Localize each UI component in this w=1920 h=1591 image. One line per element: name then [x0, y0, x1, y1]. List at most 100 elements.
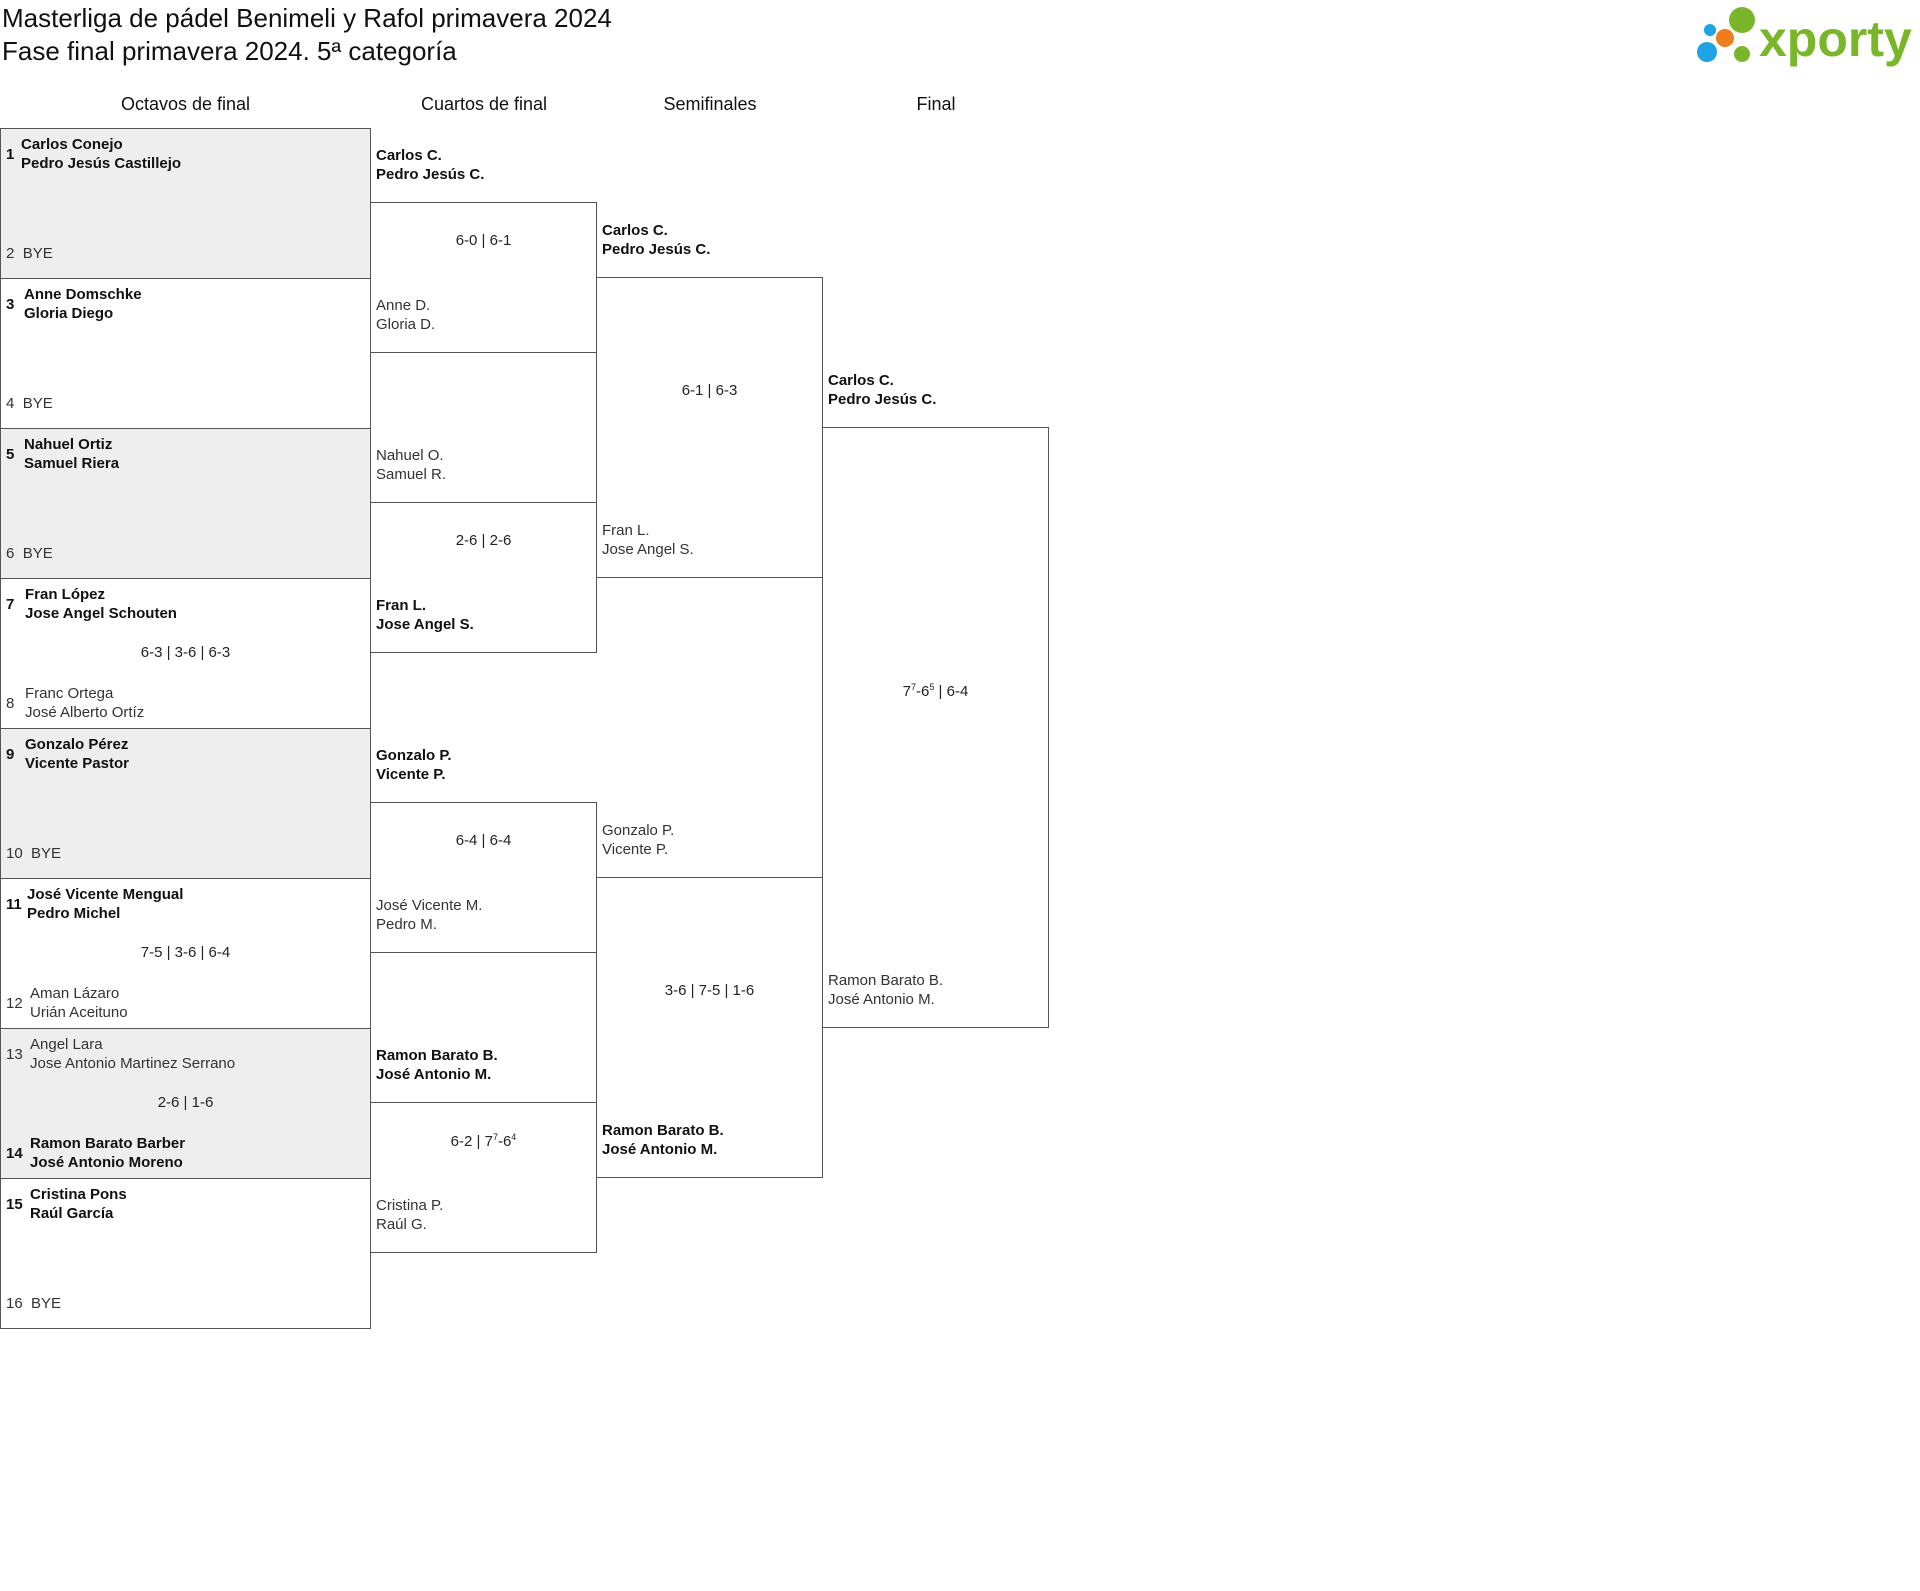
- qf-match-4[interactable]: [370, 1102, 597, 1253]
- player-name: Cristina P.: [376, 1197, 444, 1214]
- r16-match-4[interactable]: [0, 578, 371, 729]
- player-name: Jose Angel S.: [376, 616, 474, 633]
- player-name: Samuel Riera: [24, 455, 120, 472]
- bye-label: BYE: [22, 395, 53, 412]
- seed-number: 4: [6, 395, 15, 412]
- qf-m1-score: 6-0 | 6-1: [455, 232, 512, 249]
- player-name: Pedro Jesús C.: [602, 241, 711, 258]
- player-name: Jose Antonio Martinez Serrano: [30, 1055, 236, 1072]
- qf-m1-bottom: Anne D.Gloria D.: [376, 296, 435, 334]
- player-name: Pedro Jesús C.: [376, 166, 485, 183]
- seed-number: 9: [6, 746, 15, 763]
- player-name: Pedro Michel: [27, 905, 121, 922]
- page-title: Masterliga de pádel Benimeli y Rafol pri…: [2, 3, 612, 33]
- page-subtitle: Fase final primavera 2024. 5ª categoría: [2, 36, 457, 66]
- seed-number: 2: [6, 245, 15, 262]
- final-bottom: Ramon Barato B.José Antonio M.: [828, 971, 943, 1009]
- player-name: José Alberto Ortíz: [25, 704, 145, 721]
- seed-number: 6: [6, 545, 15, 562]
- r16-match-6[interactable]: [0, 878, 371, 1029]
- qf-match-3[interactable]: [370, 802, 597, 953]
- r16-m5-bottom: 10 BYE: [6, 844, 61, 863]
- qf-match-1[interactable]: [370, 202, 597, 353]
- qf-m1-top: Carlos C.Pedro Jesús C.: [376, 146, 484, 184]
- player-name: Nahuel O.: [376, 447, 444, 464]
- player-name: Gonzalo P.: [376, 747, 452, 764]
- sf-match-1[interactable]: [596, 277, 823, 578]
- bye-label: BYE: [31, 1295, 62, 1312]
- player-name: José Vicente Mengual: [27, 886, 184, 903]
- player-name: Fran López: [25, 586, 106, 603]
- r16-match-2[interactable]: [0, 278, 371, 429]
- player-name: Ramon Barato B.: [602, 1122, 724, 1139]
- seed-number: 13: [6, 1046, 23, 1063]
- player-name: Vicente Pastor: [25, 755, 129, 772]
- seed-number: 7: [6, 596, 15, 613]
- qf-m2-bottom: Fran L. Jose Angel S.: [376, 596, 474, 634]
- sf-match-2[interactable]: [596, 877, 823, 1178]
- player-name: Urián Aceituno: [30, 1004, 128, 1021]
- player-name: José Antonio Moreno: [30, 1154, 183, 1171]
- logo-dot-green-small: [1734, 46, 1750, 62]
- r16-m3-bottom: 6 BYE: [6, 544, 53, 563]
- qf-m4-bottom: Cristina P. Raúl G.: [376, 1196, 443, 1234]
- qf-m3-top: Gonzalo P.Vicente P.: [376, 746, 452, 784]
- r16-match-1[interactable]: [0, 128, 371, 279]
- seed-number: 11: [6, 896, 22, 913]
- seed-number: 15: [6, 1196, 23, 1213]
- round-header-final: Final: [916, 94, 956, 114]
- r16-match-8[interactable]: [0, 1178, 371, 1329]
- player-name: José Antonio M.: [828, 991, 935, 1008]
- sf-m2-top: Gonzalo P.Vicente P.: [602, 821, 674, 859]
- player-name: Aman Lázaro: [30, 985, 120, 1002]
- qf-match-2[interactable]: [370, 502, 597, 653]
- player-name: Fran L.: [376, 597, 427, 614]
- player-name: Carlos Conejo: [21, 136, 123, 153]
- seed-number: 5: [6, 446, 15, 463]
- round-header-qf: Cuartos de final: [420, 94, 548, 114]
- seed-number: 1: [6, 146, 15, 163]
- player-name: Jose Angel Schouten: [25, 605, 177, 622]
- r16-m1-bottom: 2 BYE: [6, 244, 53, 263]
- player-name: Angel Lara: [30, 1036, 103, 1053]
- logo-text: xporty: [1759, 11, 1912, 67]
- round-header-sf: Semifinales: [663, 94, 757, 114]
- r16-m6-score: 7-5 | 3-6 | 6-4: [140, 944, 231, 961]
- final-score: 77-65 | 6-4: [902, 682, 969, 700]
- logo-dot-blue-small: [1704, 24, 1716, 36]
- player-name: Ramon Barato B.: [376, 1047, 498, 1064]
- logo-dot-blue-large: [1697, 42, 1717, 62]
- r16-match-5[interactable]: [0, 728, 371, 879]
- r16-m4-score: 6-3 | 3-6 | 6-3: [140, 644, 231, 661]
- logo-dot-orange: [1716, 29, 1734, 47]
- bye-label: BYE: [22, 545, 53, 562]
- sf-m1-score: 6-1 | 6-3: [681, 382, 738, 399]
- seed-number: 8: [6, 695, 15, 712]
- qf-m4-top: Ramon Barato B. José Antonio M.: [376, 1046, 498, 1084]
- player-name: José Vicente M.: [376, 897, 483, 914]
- player-name: Raúl G.: [376, 1216, 427, 1233]
- sf-m2-bottom: Ramon Barato B.José Antonio M.: [602, 1121, 724, 1159]
- xporty-logo: xporty: [1697, 7, 1912, 67]
- player-name: Jose Angel S.: [602, 541, 694, 558]
- player-name: Pedro Jesús Castillejo: [21, 155, 182, 172]
- final-match[interactable]: [822, 427, 1049, 1028]
- qf-m4-score: 6-2 | 77-64: [450, 1132, 517, 1150]
- player-name: Samuel R.: [376, 466, 447, 483]
- seed-number: 12: [6, 995, 23, 1012]
- player-name: Anne Domschke: [24, 286, 142, 303]
- logo-dot-green-large: [1729, 7, 1755, 33]
- qf-m2-top: Nahuel O. Samuel R.: [376, 446, 446, 484]
- player-name: Gloria Diego: [24, 305, 114, 322]
- player-name: Ramon Barato Barber: [30, 1135, 186, 1152]
- round-header-r16: Octavos de final: [120, 94, 251, 114]
- player-name: Cristina Pons: [30, 1186, 127, 1203]
- player-name: Pedro M.: [376, 916, 437, 933]
- player-name: Carlos C.: [602, 222, 668, 239]
- r16-match-7[interactable]: [0, 1028, 371, 1179]
- player-name: Franc Ortega: [25, 685, 114, 702]
- player-name: Fran L.: [602, 522, 650, 539]
- player-name: José Antonio M.: [376, 1066, 492, 1083]
- r16-match-3[interactable]: [0, 428, 371, 579]
- sf-m2-score: 3-6 | 7-5 | 1-6: [664, 982, 755, 999]
